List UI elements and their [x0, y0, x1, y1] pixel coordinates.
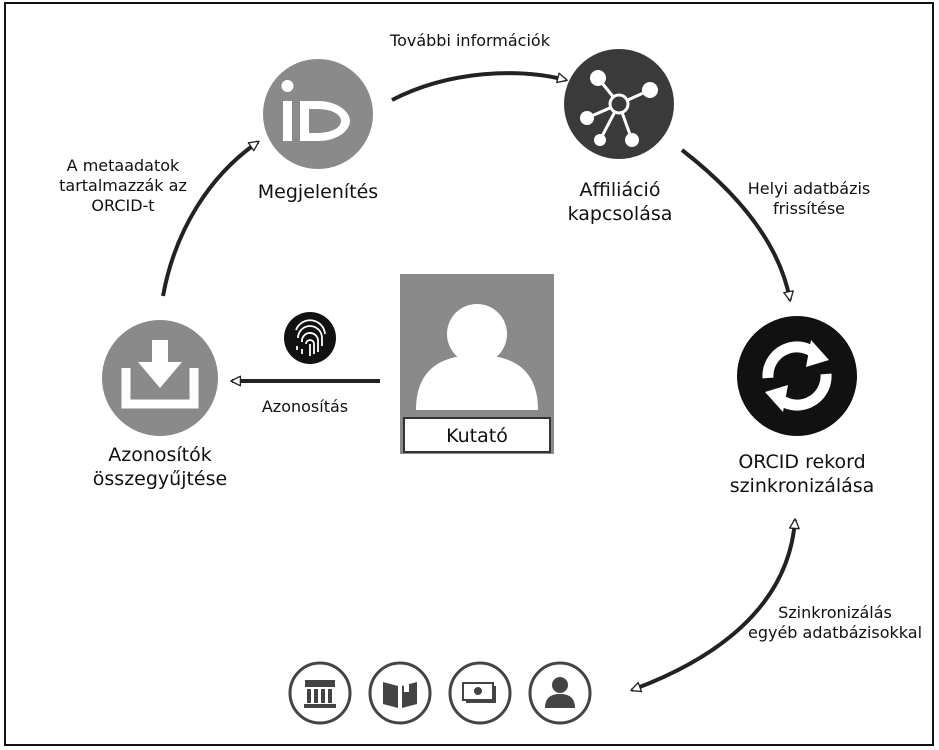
researcher-avatar [400, 274, 554, 454]
label-azonositok: Azonosítók összegyűjtése [92, 444, 228, 490]
person-icon [528, 661, 592, 725]
label-orcid-sync: ORCID rekord szinkronizálása [729, 451, 875, 497]
fingerprint-icon [284, 312, 336, 364]
edge-label-helyi: Helyi adatbázis frissítése [747, 179, 871, 218]
arrow-id-to-affiliation [391, 71, 568, 102]
label-kutato: Kutató [446, 425, 508, 447]
label-megjelenites: Megjelenítés [257, 181, 379, 203]
orcid-id-icon [263, 59, 373, 169]
money-icon [448, 661, 512, 725]
arrow-sync-bidirectional [630, 518, 800, 693]
edge-label-azonositas: Azonosítás [261, 397, 349, 416]
arrow-affiliation-to-orcid [680, 148, 794, 302]
edge-label-tovabbi: További információk [390, 31, 550, 50]
book-icon [368, 661, 432, 725]
label-affiliacio: Affiliáció kapcsolása [567, 179, 673, 225]
arrow-collect-to-id [161, 140, 260, 297]
building-icon [288, 661, 352, 725]
edge-label-metaadatok: A metaadatok tartalmazzák az ORCID-t [59, 156, 187, 215]
download-tray-icon [102, 320, 218, 436]
network-icon [564, 49, 674, 159]
edge-label-szinkron: Szinkronizálás egyéb adatbázisokkal [747, 603, 923, 642]
sync-icon [737, 316, 857, 436]
